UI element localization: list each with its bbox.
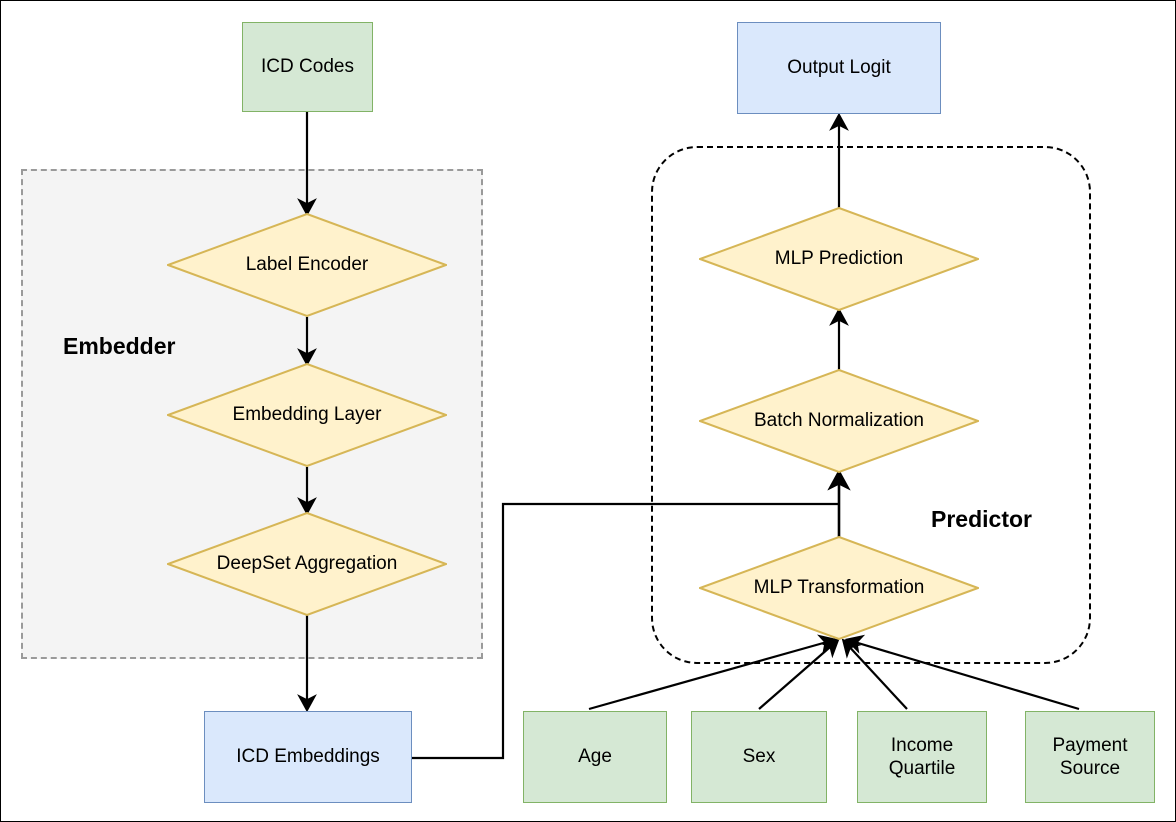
- node-payment-source[interactable]: Payment Source: [1025, 711, 1155, 803]
- node-deepset-aggregation[interactable]: DeepSet Aggregation: [167, 512, 447, 616]
- edge-icd-embeddings-to-batch-normalization: [412, 502, 839, 760]
- node-income-quartile[interactable]: Income Quartile: [857, 711, 987, 803]
- group-label-embedder: Embedder: [63, 333, 176, 359]
- edge-sex-to-mlp-transformation: [758, 638, 840, 710]
- node-embedding-layer[interactable]: Embedding Layer: [167, 363, 447, 467]
- node-sex[interactable]: Sex: [691, 711, 827, 803]
- node-icd-embeddings-label: ICD Embeddings: [236, 746, 380, 768]
- group-label-predictor: Predictor: [931, 506, 1032, 532]
- node-payment-source-line1: Payment: [1052, 734, 1128, 756]
- node-icd-codes[interactable]: ICD Codes: [242, 22, 373, 112]
- node-sex-label: Sex: [742, 746, 776, 768]
- node-income-quartile-line2: Quartile: [888, 758, 956, 779]
- edge-payment-source-to-mlp-transformation: [844, 634, 1080, 711]
- edge-age-to-mlp-transformation: [588, 634, 838, 711]
- edge-income-quartile-to-mlp-transformation: [841, 638, 908, 710]
- node-income-quartile-label: Income Quartile: [889, 734, 956, 780]
- node-batch-normalization[interactable]: Batch Normalization: [699, 369, 979, 473]
- node-icd-codes-label: ICD Codes: [261, 56, 354, 78]
- node-output-logit-label: Output Logit: [787, 57, 891, 79]
- node-payment-source-line2: Source: [1059, 758, 1121, 779]
- node-income-quartile-line1: Income: [890, 734, 954, 756]
- node-age[interactable]: Age: [523, 711, 667, 803]
- node-mlp-prediction[interactable]: MLP Prediction: [699, 207, 979, 311]
- node-label-encoder[interactable]: Label Encoder: [167, 213, 447, 317]
- node-payment-source-label: Payment Source: [1053, 734, 1128, 780]
- node-mlp-transformation[interactable]: MLP Transformation: [699, 536, 979, 640]
- node-output-logit[interactable]: Output Logit: [737, 22, 941, 114]
- node-icd-embeddings[interactable]: ICD Embeddings: [204, 711, 412, 803]
- node-age-label: Age: [578, 746, 612, 768]
- group-predictor-container: [651, 146, 1091, 664]
